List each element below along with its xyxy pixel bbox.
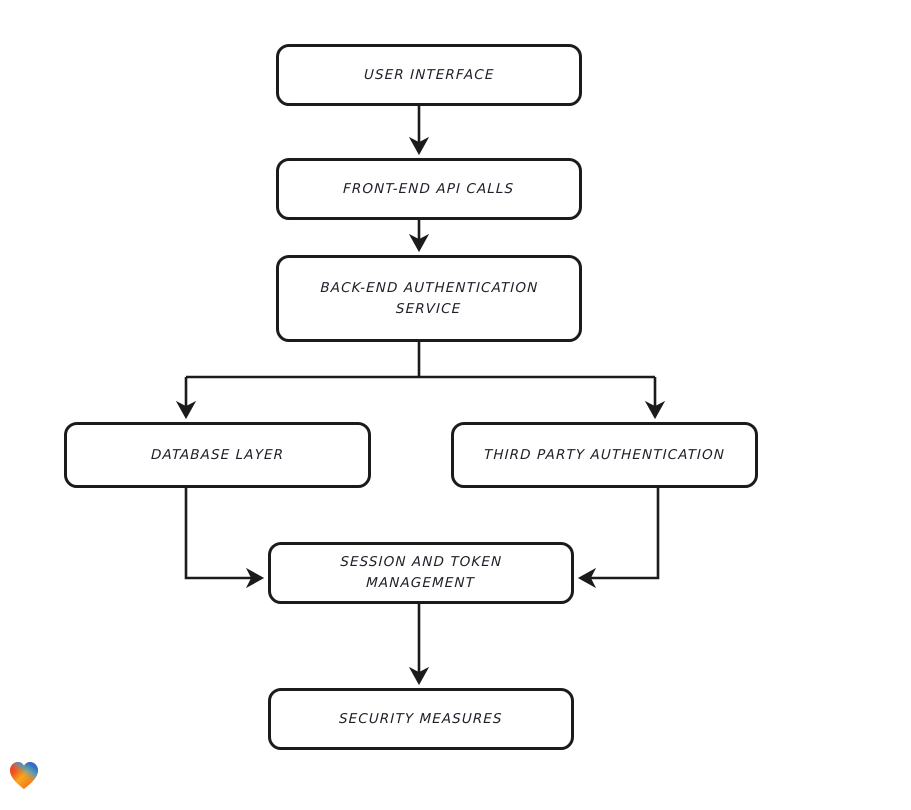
node-user-interface[interactable]: User Interface bbox=[276, 44, 582, 106]
node-back-end-authentication-service[interactable]: Back-End Authentication Service bbox=[276, 255, 582, 342]
node-label-session-and-token-management: Session and Token Management bbox=[340, 554, 503, 591]
node-label-database-layer: Database Layer bbox=[150, 446, 285, 463]
node-session-and-token-management[interactable]: Session and Token Management bbox=[268, 542, 574, 604]
node-label-security-measures: Security Measures bbox=[338, 710, 504, 727]
node-third-party-authentication[interactable]: Third Party Authentication bbox=[451, 422, 758, 488]
node-database-layer[interactable]: Database Layer bbox=[64, 422, 371, 488]
node-label-user-interface: User Interface bbox=[363, 66, 495, 83]
connector-database-to-session bbox=[184, 488, 265, 589]
node-security-measures[interactable]: Security Measures bbox=[268, 688, 574, 750]
connector-thirdparty-to-session bbox=[577, 488, 660, 589]
node-label-third-party-authentication: Third Party Authentication bbox=[483, 446, 726, 463]
node-front-end-api-calls[interactable]: Front-End API Calls bbox=[276, 158, 582, 220]
gradient-heart-logo[interactable] bbox=[8, 760, 40, 790]
node-label-back-end-authentication-service: Back-End Authentication Service bbox=[320, 279, 539, 317]
node-label-front-end-api-calls: Front-End API Calls bbox=[343, 180, 515, 197]
